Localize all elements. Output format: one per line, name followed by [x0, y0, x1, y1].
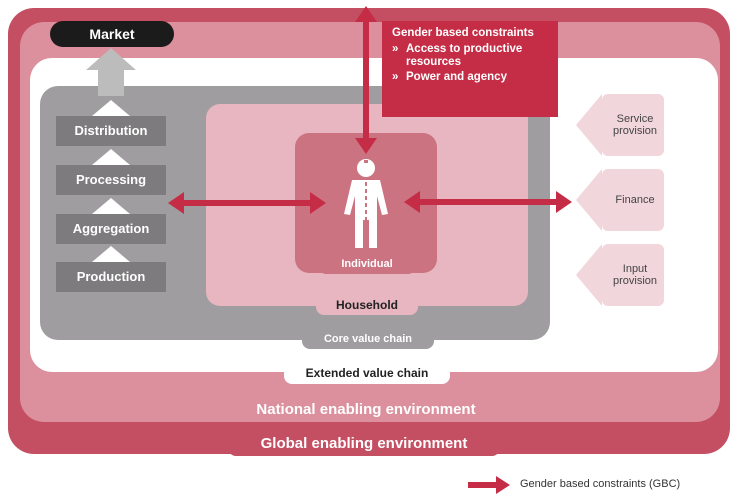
legend-label: Gender based constraints (GBC)	[520, 478, 681, 490]
person-icon	[344, 159, 388, 248]
gbc-item-text: Power and agency	[406, 71, 507, 83]
stage-distribution: Distribution	[56, 116, 166, 146]
extended-chain-label: Extended value chain	[284, 362, 450, 384]
service-provision-tag: Service provision	[602, 94, 664, 156]
gbc-item: » Access to productive resources	[392, 43, 548, 69]
gbc-title: Gender based constraints	[392, 27, 534, 39]
input-provision-tag: Input provision	[602, 244, 664, 306]
chevron-up-icon	[92, 246, 130, 262]
stage-production: Production	[56, 262, 166, 292]
vertical-gbc-arrow-icon	[355, 6, 377, 154]
individual-label: Individual	[318, 254, 416, 274]
bullet-icon: »	[392, 71, 399, 83]
finance-notch-icon	[576, 169, 602, 231]
market-label: Market	[50, 21, 174, 47]
legend-arrow-icon	[468, 476, 510, 494]
gbc-item: » Power and agency	[392, 71, 548, 84]
global-environment-label: Global enabling environment	[228, 432, 500, 456]
chevron-up-icon	[92, 149, 130, 165]
market-up-arrow-icon	[86, 48, 136, 96]
gbc-box: Gender based constraints » Access to prod…	[382, 21, 558, 117]
stage-processing: Processing	[56, 165, 166, 195]
stage-aggregation: Aggregation	[56, 214, 166, 244]
core-chain-label: Core value chain	[302, 329, 434, 349]
input-provision-notch-icon	[576, 244, 602, 306]
right-gbc-arrow-icon	[404, 191, 572, 213]
gbc-item-text: Access to productive resources	[406, 43, 523, 68]
bullet-icon: »	[392, 43, 399, 55]
left-gbc-arrow-icon	[168, 192, 326, 214]
finance-tag: Finance	[602, 169, 664, 231]
national-environment-label: National enabling environment	[222, 398, 510, 422]
household-label: Household	[316, 295, 418, 315]
service-provision-notch-icon	[576, 94, 602, 156]
chevron-up-icon	[92, 100, 130, 116]
chevron-up-icon	[92, 198, 130, 214]
